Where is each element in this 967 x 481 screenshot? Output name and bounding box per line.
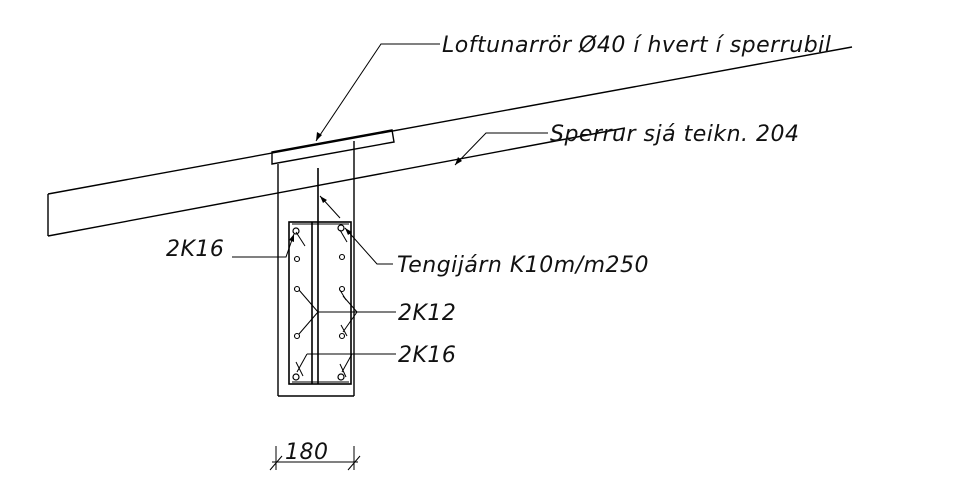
rebar-mid-left-2 [293,285,301,293]
leader-rafter [454,132,548,166]
label-stirrups: Tengijárn K10m/m250 [397,253,649,278]
leader-top-bars [232,233,295,258]
stirrup [288,221,352,385]
label-bottom-bars: 2K16 [398,343,456,368]
rebar-mid-right-3 [338,332,346,340]
leader-stirrups [319,195,393,265]
leader-side-bars [298,289,396,335]
rebar-bottom-left [292,373,300,381]
label-rafter: Sperrur sjá teikn. 204 [550,122,800,147]
leader-bottom-bars [296,353,396,373]
rebar-mid-left-3 [293,332,301,340]
rebar-dots [292,224,346,381]
vent-pipe [271,129,395,165]
rebar-bottom-right [337,373,345,381]
label-top-bars: 2K16 [166,237,224,262]
rebar-top-right [337,224,345,232]
label-vent-pipe: Loftunarrör Ø40 í hvert í sperrubil [442,33,831,58]
rebar-mid-left-1 [293,255,301,263]
vertical-bars [311,168,319,384]
rebar-mid-right-1 [338,253,346,261]
rebar-top-left [292,227,300,235]
label-side-bars: 2K12 [398,301,456,326]
rafter [47,46,853,237]
rebar-mid-right-2 [338,285,346,293]
label-width-dimension: 180 [285,440,329,465]
width-dimension [269,446,361,471]
leader-vent-pipe [315,43,440,142]
hatch-marks [295,229,348,378]
